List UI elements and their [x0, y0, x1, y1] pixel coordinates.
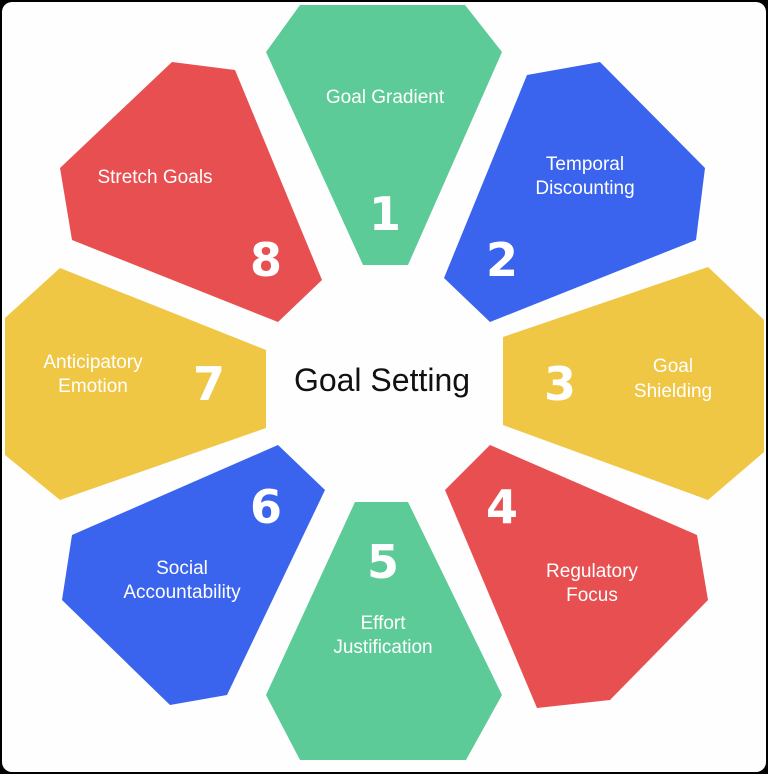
petal-7-number: 7 [193, 357, 225, 411]
petal-3-label-line2: Shielding [634, 381, 712, 402]
petal-2-shape [444, 62, 705, 322]
petal-2-label-line1: Temporal [546, 154, 624, 175]
petal-1-label-line1: Goal Gradient [326, 87, 445, 108]
petal-3: Goal Shielding 3 [503, 267, 764, 500]
petal-8-shape [60, 62, 322, 322]
petal-4-shape [445, 445, 708, 708]
petal-1-shape [266, 5, 502, 265]
petal-8-label-line1: Stretch Goals [97, 167, 212, 188]
petal-6-number: 6 [250, 480, 282, 534]
petal-7-label-line1: Anticipatory [43, 352, 143, 373]
petal-8: Stretch Goals 8 [60, 62, 322, 322]
petal-4: Regulatory Focus 4 [445, 445, 708, 708]
petal-3-shape [503, 267, 764, 500]
petal-4-label-line1: Regulatory [546, 561, 638, 582]
petal-5: Effort Justification 5 [266, 502, 502, 760]
petal-6-label-line1: Social [156, 558, 208, 579]
petal-8-number: 8 [250, 233, 282, 287]
petal-5-label-line1: Effort [360, 613, 406, 634]
petal-2-label-line2: Discounting [535, 178, 634, 199]
petal-5-label-line2: Justification [333, 637, 432, 658]
petal-6-shape [62, 445, 325, 705]
petal-3-number: 3 [544, 357, 576, 411]
petal-5-number: 5 [367, 535, 399, 589]
petal-4-label-line2: Focus [566, 585, 618, 606]
petal-1: Goal Gradient 1 [266, 5, 502, 265]
center-title: Goal Setting [294, 362, 470, 398]
petal-2-number: 2 [486, 233, 518, 287]
petal-6-label-line2: Accountability [123, 582, 241, 603]
petal-7: Anticipatory Emotion 7 [5, 268, 266, 500]
petal-3-label-line1: Goal [653, 356, 693, 377]
petal-7-shape [5, 268, 266, 500]
petal-1-number: 1 [369, 187, 401, 241]
petal-4-number: 4 [486, 480, 518, 534]
petal-6: Social Accountability 6 [62, 445, 325, 705]
petal-2: Temporal Discounting 2 [444, 62, 705, 322]
petal-5-shape [266, 502, 502, 760]
petal-7-label-line2: Emotion [58, 376, 128, 397]
